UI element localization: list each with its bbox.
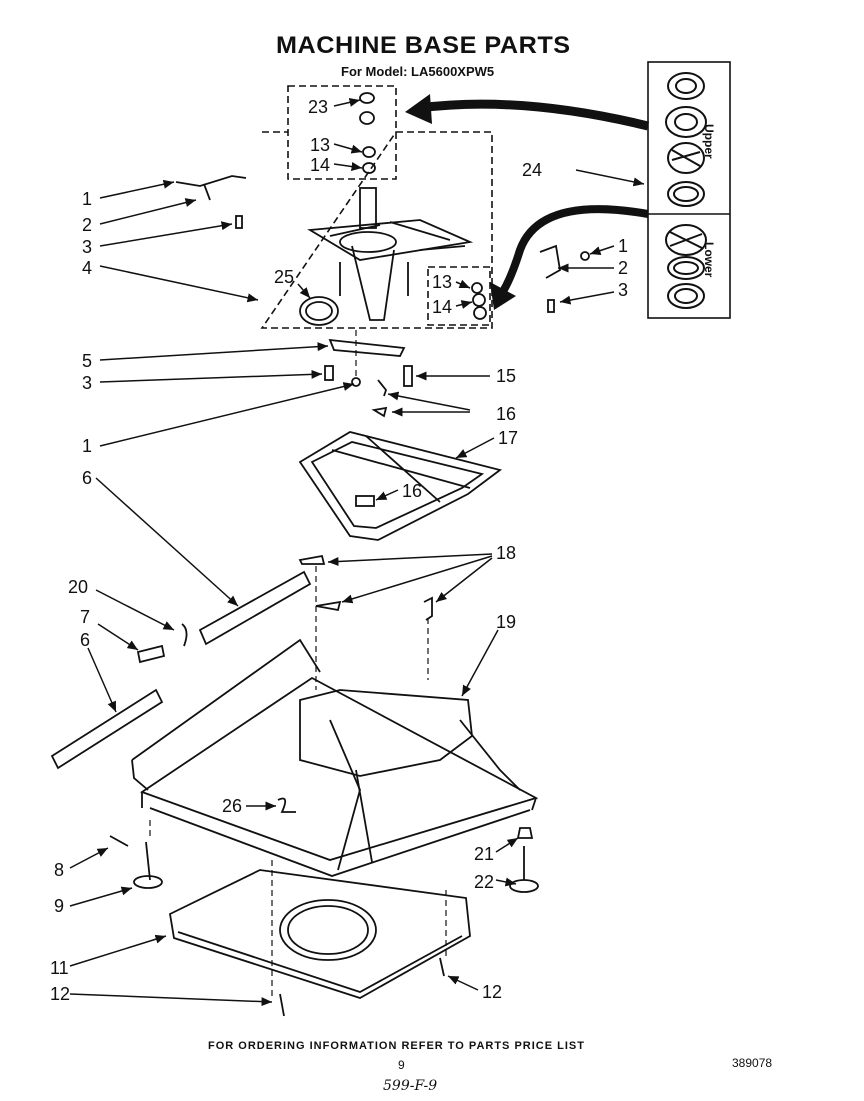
side-hardware-box: [427, 266, 491, 326]
document-number: 389078: [732, 1056, 773, 1070]
callout-6: 6: [80, 630, 90, 650]
drive-assembly-box: [260, 131, 493, 329]
callout-21: 21: [474, 844, 494, 864]
callout-3: 3: [82, 237, 92, 257]
callout-1: 1: [82, 436, 92, 456]
callout-2: 2: [82, 215, 92, 235]
callout-13: 13: [432, 272, 452, 292]
callout-2: 2: [618, 258, 628, 278]
callout-14: 14: [432, 297, 452, 317]
callout-22: 22: [474, 872, 494, 892]
callout-9: 9: [54, 896, 64, 916]
callout-4: 4: [82, 258, 92, 278]
lower-bearing-label: Lower: [702, 242, 716, 278]
callout-leaders: [69, 97, 645, 1007]
callout-16: 16: [402, 481, 422, 501]
callout-1: 1: [82, 189, 92, 209]
callout-24: 24: [522, 160, 542, 180]
callout-18: 18: [496, 543, 516, 563]
bearing-kit-box: [647, 61, 731, 319]
callout-3: 3: [82, 373, 92, 393]
callout-13: 13: [310, 135, 330, 155]
base-frame: [131, 638, 539, 877]
page-title: MACHINE BASE PARTS: [276, 32, 571, 59]
small-hardware: [109, 175, 590, 1017]
base-pan: [169, 869, 471, 999]
callout-numbers: 1 2 3 4 23 13 14 25 13 14 24 1 2 3 5 3 1…: [50, 97, 628, 1004]
suspension-platform: [298, 431, 503, 541]
callout-7: 7: [80, 607, 90, 627]
callout-16: 16: [496, 404, 516, 424]
upper-bearing-arrow: [419, 99, 650, 131]
dashed-assembly-lines: [149, 330, 447, 996]
callout-26: 26: [222, 796, 242, 816]
callout-3: 3: [618, 280, 628, 300]
callout-25: 25: [274, 267, 294, 287]
callout-15: 15: [496, 366, 516, 386]
page-number: 9: [398, 1058, 405, 1072]
model-subtitle: For Model: LA5600XPW5: [341, 64, 495, 79]
callout-5: 5: [82, 351, 92, 371]
stabilizer-bars: [50, 570, 312, 770]
handwritten-code: 599-F-9: [383, 1078, 438, 1094]
drive-assembly: [299, 92, 487, 326]
callout-6: 6: [82, 468, 92, 488]
callout-8: 8: [54, 860, 64, 880]
callout-14: 14: [310, 155, 330, 175]
callout-19: 19: [496, 612, 516, 632]
dashed-group-boxes: [260, 85, 493, 329]
callout-17: 17: [498, 428, 518, 448]
bearing-stack: [665, 72, 707, 309]
callout-1: 1: [618, 236, 628, 256]
callout-11: 11: [50, 958, 69, 978]
callout-12: 12: [50, 984, 70, 1004]
callout-12: 12: [482, 982, 502, 1002]
lower-bearing-arrow: [496, 205, 649, 299]
ordering-info-note: FOR ORDERING INFORMATION REFER TO PARTS …: [208, 1040, 585, 1052]
callout-20: 20: [68, 577, 88, 597]
upper-bearing-label: Upper: [702, 124, 716, 159]
callout-23: 23: [308, 97, 328, 117]
